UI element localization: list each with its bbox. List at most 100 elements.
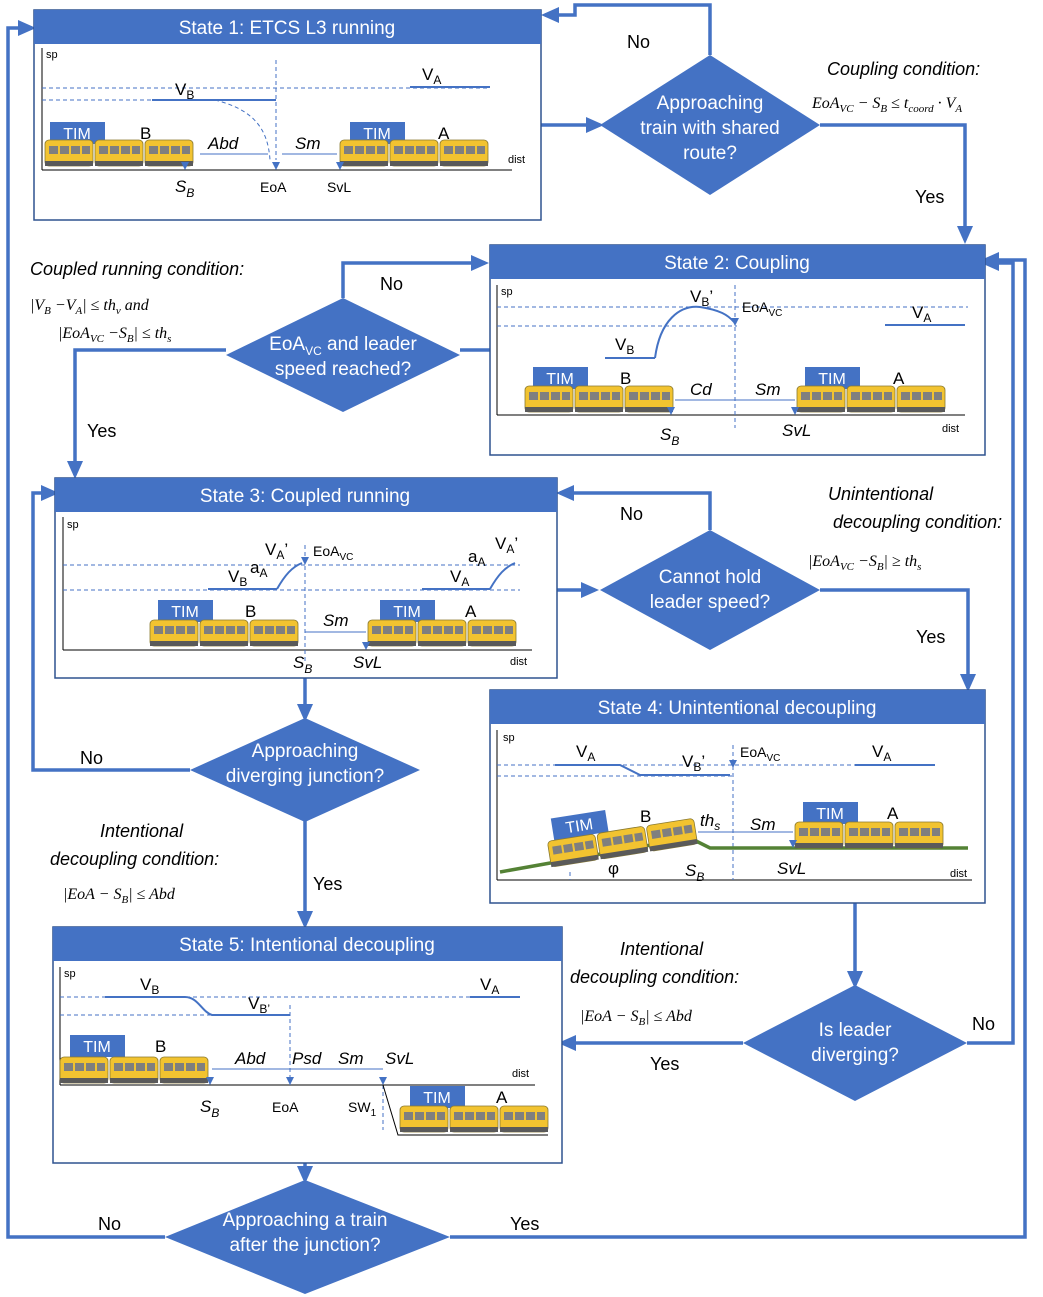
svg-text:Sm: Sm (295, 134, 321, 153)
state-1-etcs-l3-running: State 1: ETCS L3 running sp dist VB VA T… (33, 9, 542, 221)
decision-shared-route: Approaching train with shared route? (600, 55, 820, 195)
decision-train-after-junction: Approaching a train after the junction? (165, 1180, 450, 1294)
unintentional-decoupling-condition: Unintentional decoupling condition: |EoA… (808, 484, 1002, 573)
svg-text:dist: dist (508, 154, 525, 166)
svg-text:sp: sp (503, 732, 515, 744)
svg-text:|EoAVC −SB| ≤ ths: |EoAVC −SB| ≤ ths (58, 325, 171, 345)
d2-yes-label: Yes (87, 421, 116, 441)
d3-no-label: No (620, 504, 643, 524)
svg-text:A: A (893, 369, 905, 388)
decision-leader-diverging: Is leader diverging? (743, 985, 967, 1101)
svg-text:TIM: TIM (83, 1039, 111, 1056)
svg-text:Sm: Sm (323, 611, 349, 630)
d5-no-label: No (972, 1014, 995, 1034)
d1-yes-label: Yes (915, 187, 944, 207)
decision-diverging-junction: Approaching diverging junction? (190, 718, 420, 822)
svg-text:dist: dist (512, 1068, 529, 1080)
intentional-decoupling-condition-left: Intentional decoupling condition: |EoA −… (50, 821, 219, 906)
svg-text:Coupling condition:: Coupling condition: (827, 59, 980, 79)
intentional-decoupling-condition-right: Intentional decoupling condition: |EoA −… (570, 939, 739, 1028)
svg-text:|EoAVC −SB| ≥ ths: |EoAVC −SB| ≥ ths (808, 553, 921, 573)
svg-text:|EoA − SB| ≤ Abd: |EoA − SB| ≤ Abd (580, 1008, 693, 1028)
svg-text:EoAVC − SB ≤ tcoord · VA: EoAVC − SB ≤ tcoord · VA (811, 95, 962, 115)
svg-text:SvL: SvL (385, 1049, 414, 1068)
state-5-intentional-decoupling: State 5: Intentional decoupling sp dist … (52, 926, 563, 1164)
svg-text:sp: sp (67, 519, 79, 531)
svg-text:Abd: Abd (207, 134, 239, 153)
svg-text:B: B (245, 602, 256, 621)
flow-connectors (6, 3, 1027, 1239)
svg-text:SvL: SvL (782, 421, 811, 440)
svg-text:B: B (640, 807, 651, 826)
decision-cannot-hold-speed: Cannot hold leader speed? (600, 530, 820, 650)
svg-text:Sm: Sm (750, 815, 776, 834)
svg-text:route?: route? (683, 143, 737, 164)
svg-text:speed reached?: speed reached? (275, 359, 411, 380)
svg-text:Cd: Cd (690, 380, 712, 399)
svg-text:leader speed?: leader speed? (650, 592, 770, 613)
svg-text:Intentional: Intentional (620, 939, 704, 959)
svg-text:Cannot hold: Cannot hold (659, 567, 761, 588)
svg-text:Is leader: Is leader (819, 1020, 893, 1041)
state-1-title: State 1: ETCS L3 running (179, 18, 396, 39)
state-3-coupled-running: State 3: Coupled running sp dist VA’ aA … (54, 477, 558, 679)
svg-text:after the junction?: after the junction? (229, 1235, 380, 1256)
svg-text:sp: sp (64, 968, 76, 980)
svg-text:dist: dist (942, 423, 959, 435)
svg-text:B: B (155, 1037, 166, 1056)
svg-text:|VB −VA| ≤ thv and: |VB −VA| ≤ thv and (30, 297, 150, 317)
svg-text:A: A (465, 602, 477, 621)
svg-text:Psd: Psd (292, 1049, 322, 1068)
decision-eoa-speed-reached: EoAVC and leader speed reached? (226, 298, 460, 412)
svg-text:dist: dist (510, 656, 527, 668)
svg-text:TIM: TIM (564, 816, 594, 837)
state-4-title: State 4: Unintentional decoupling (598, 698, 877, 719)
state-5-title: State 5: Intentional decoupling (179, 935, 435, 956)
svg-text:train with shared: train with shared (640, 118, 779, 139)
d2-no-label: No (380, 274, 403, 294)
svg-text:Approaching: Approaching (657, 93, 764, 114)
svg-text:TIM: TIM (423, 1090, 451, 1107)
state-2-title: State 2: Coupling (664, 253, 810, 274)
svg-text:decoupling condition:: decoupling condition: (570, 967, 739, 987)
svg-text:TIM: TIM (816, 806, 844, 823)
svg-text:Approaching a train: Approaching a train (223, 1210, 388, 1231)
svg-text:SW1: SW1 (348, 1099, 377, 1119)
svg-text:EoA: EoA (272, 1099, 299, 1115)
svg-text:A: A (438, 124, 450, 143)
svg-text:TIM: TIM (63, 126, 91, 143)
d3-yes-label: Yes (916, 627, 945, 647)
svg-text:Sm: Sm (338, 1049, 364, 1068)
svg-text:Approaching: Approaching (252, 741, 359, 762)
svg-text:B: B (620, 369, 631, 388)
d6-no-label: No (98, 1214, 121, 1234)
svg-text:B: B (140, 124, 151, 143)
svg-text:A: A (496, 1088, 508, 1107)
svg-text:TIM: TIM (171, 604, 199, 621)
svg-text:φ: φ (608, 859, 619, 878)
svg-text:TIM: TIM (546, 371, 574, 388)
svg-text:TIM: TIM (393, 604, 421, 621)
svg-text:SvL: SvL (353, 653, 382, 672)
d6-yes-label: Yes (510, 1214, 539, 1234)
svg-text:Intentional: Intentional (100, 821, 184, 841)
d4-no-label: No (80, 748, 103, 768)
d1-no-label: No (627, 32, 650, 52)
coupling-condition: Coupling condition: EoAVC − SB ≤ tcoord … (811, 59, 980, 115)
svg-text:TIM: TIM (818, 371, 846, 388)
svg-text:SvL: SvL (327, 179, 351, 195)
svg-text:sp: sp (501, 286, 513, 298)
svg-text:Unintentional: Unintentional (828, 484, 934, 504)
state-4-unintentional-decoupling: State 4: Unintentional decoupling sp dis… (489, 689, 986, 904)
svg-text:decoupling condition:: decoupling condition: (50, 849, 219, 869)
svg-text:Abd: Abd (234, 1049, 266, 1068)
state-3-title: State 3: Coupled running (200, 486, 410, 507)
svg-text:dist: dist (950, 868, 967, 880)
d4-yes-label: Yes (313, 874, 342, 894)
coupled-running-condition: Coupled running condition: |VB −VA| ≤ th… (30, 259, 244, 345)
svg-text:SvL: SvL (777, 859, 806, 878)
svg-text:EoAVC and leader: EoAVC and leader (269, 334, 417, 358)
svg-text:A: A (887, 804, 899, 823)
svg-text:diverging junction?: diverging junction? (226, 766, 384, 787)
